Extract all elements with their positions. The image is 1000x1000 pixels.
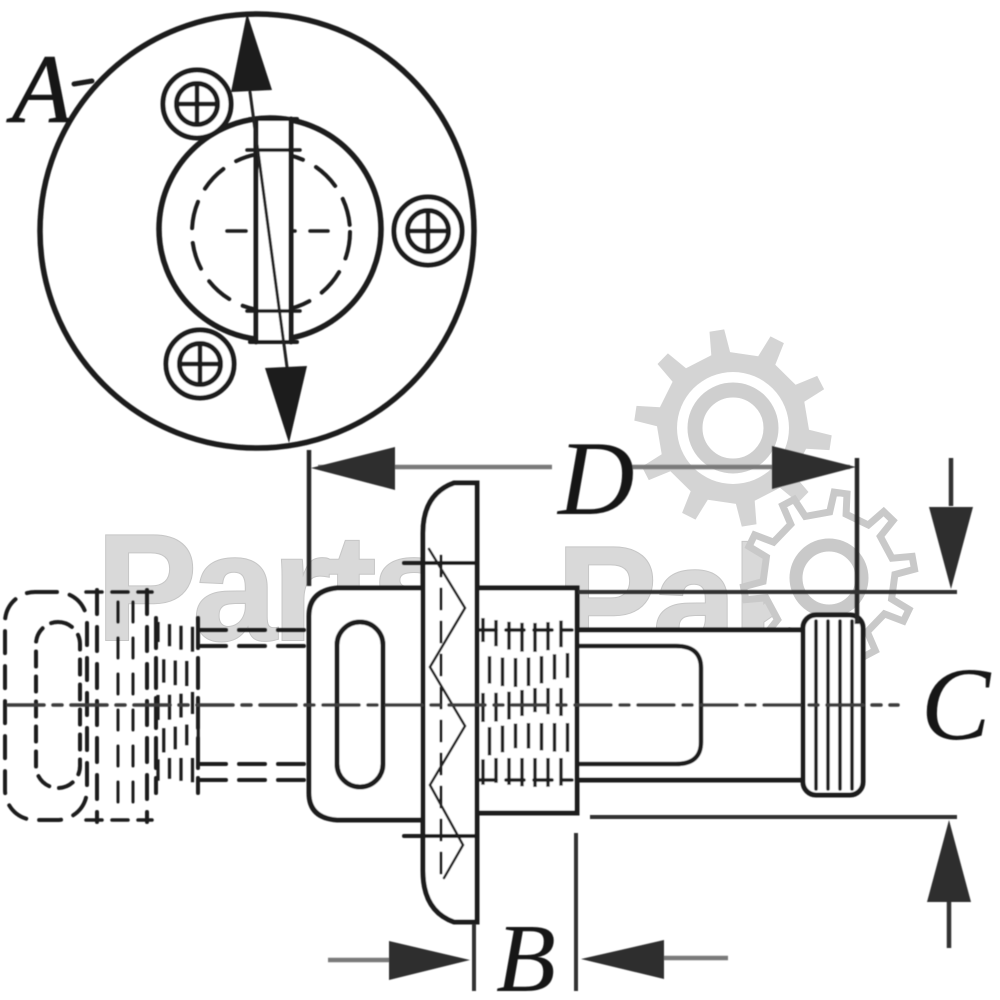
phillips-screw-icon bbox=[391, 194, 465, 268]
phillips-screw-icon bbox=[160, 67, 234, 141]
arrow-right-icon bbox=[772, 446, 856, 489]
dimensions: D C B bbox=[306, 420, 992, 1000]
hidden-thread-section bbox=[156, 622, 200, 783]
label-a-dash bbox=[71, 78, 95, 87]
hidden-shaft-lines bbox=[198, 628, 309, 782]
flange-countersink-lines bbox=[427, 547, 467, 880]
arrow-up-icon bbox=[927, 820, 971, 902]
diameter-arrow bbox=[231, 13, 307, 443]
phillips-screw-icon bbox=[163, 327, 237, 401]
arrow-down-icon bbox=[265, 366, 307, 443]
side-view bbox=[3, 480, 900, 925]
dimension-d: D bbox=[306, 420, 860, 624]
hidden-plug-circle bbox=[190, 151, 352, 313]
arrow-left-icon bbox=[311, 447, 395, 490]
arrow-up-icon bbox=[231, 13, 272, 92]
flange-outer-circle bbox=[37, 11, 477, 451]
dimension-c: C bbox=[578, 458, 992, 948]
arrow-down-icon bbox=[929, 507, 973, 589]
front-view: A bbox=[6, 11, 477, 451]
arrow-right-icon bbox=[389, 941, 470, 980]
dimension-label-a: A bbox=[6, 36, 73, 144]
arrow-left-icon bbox=[581, 940, 664, 979]
toggle-bar bbox=[245, 116, 302, 345]
dimension-label-c: C bbox=[921, 647, 992, 762]
flange-profile bbox=[402, 480, 480, 925]
hidden-bore-lines bbox=[476, 628, 574, 782]
dimension-label-b: B bbox=[496, 905, 556, 1000]
dimension-label-d: D bbox=[556, 420, 635, 537]
dimension-b: B bbox=[328, 833, 728, 1000]
